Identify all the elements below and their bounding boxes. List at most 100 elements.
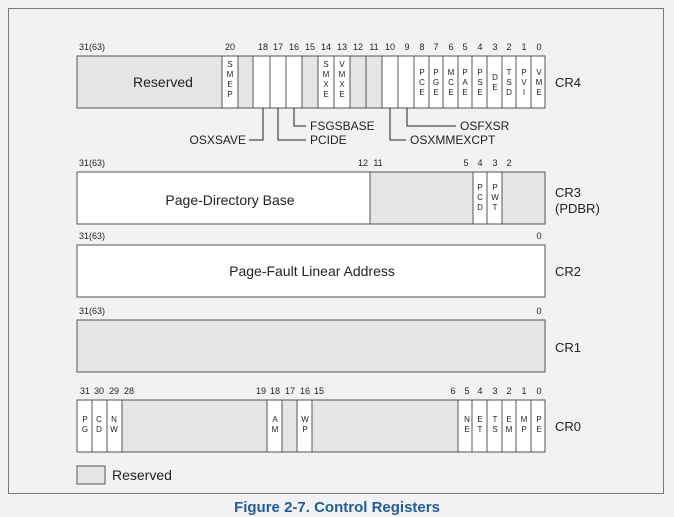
cr2-bit-number: 0 [536,231,541,241]
cr4-callouts: OSXSAVE PCIDE FSGSBASE OSXMMEXCPT OSFXSR [190,119,510,147]
cr3-page-directory-base: Page-Directory Base [165,192,294,208]
cr0-bit-number: 30 [94,386,104,396]
cr4-reserved-label: Reserved [133,74,193,90]
cr0-bit-number: 2 [506,386,511,396]
cr4-reserved-15 [301,55,319,109]
figure-caption: Figure 2-7. Control Registers [234,499,440,516]
cr0-bit-number: 28 [124,386,134,396]
cr0-bit-number: 31 [80,386,90,396]
cr4-bit-number: 17 [273,42,283,52]
cr3-reserved-bits [501,171,546,225]
cr0-bit-number: 15 [314,386,324,396]
cr4-bit-number: 2 [506,42,511,52]
cr3-bit-number: 31(63) [79,158,105,168]
cr2-outline [76,244,546,298]
cr4-bit-number: 8 [419,42,424,52]
cr2-register: 31(63) 0 Page-Fault Linear Address CR2 [76,231,581,298]
cr0-reserved-28-19 [121,399,268,453]
cr3-outline [76,171,546,225]
cr0-bit-number: 18 [270,386,280,396]
cr0-bit-number: 29 [109,386,119,396]
cr0-bit-number: 3 [492,386,497,396]
cr3-register-subname: (PDBR) [555,201,600,216]
cr4-bit-numbers: 31(63) 20 18 17 16 15 14 13 12 11 10 9 8… [79,42,542,52]
cr4-bit-number: 31(63) [79,42,105,52]
cr3-register-name: CR3 [555,185,581,200]
cr4-bit-number: 12 [353,42,363,52]
cr3-bit-number: 3 [492,158,497,168]
cr4-bit-number: 20 [225,42,235,52]
cr4-bit-number: 4 [477,42,482,52]
cr4-bit-number: 10 [385,42,395,52]
cr2-bit-numbers: 31(63) 0 [79,231,542,241]
control-registers-diagram: Reserved 31(63) 20 18 17 16 15 14 13 12 … [76,42,600,485]
cr1-bit-number: 0 [536,306,541,316]
cr4-bit-number: 0 [536,42,541,52]
cr4-reserved-11 [365,55,383,109]
cr3-bit-number: 2 [506,158,511,168]
legend: Reserved [76,465,172,485]
cr4-bit-number: 5 [462,42,467,52]
cr4-bit-number: 6 [448,42,453,52]
cr3-bit-number: 4 [477,158,482,168]
cr1-reserved [76,319,546,373]
callout-osxmmexcpt: OSXMMEXCPT [410,133,496,147]
cr3-bit-number: 5 [463,158,468,168]
cr2-register-name: CR2 [555,264,581,279]
cr4-register-name: CR4 [555,75,581,90]
cr3-register: 31(63) 12 11 5 4 3 2 Page-Directory Base… [76,158,600,225]
cr0-reserved-15-6 [311,399,459,453]
cr0-bit-number: 1 [521,386,526,396]
cr4-bit-number: 1 [521,42,526,52]
cr4-reserved-19 [237,55,254,109]
cr3-reserved-low [369,171,474,225]
callout-osxsave: OSXSAVE [190,133,246,147]
legend-reserved-label: Reserved [112,467,172,483]
cr1-register-name: CR1 [555,340,581,355]
cr0-bit-numbers: 31 30 29 28 19 18 17 16 15 6 5 4 3 2 1 0 [80,386,542,396]
cr4-bit-number: 16 [289,42,299,52]
cr0-reserved-17 [281,399,298,453]
cr4-bit-number: 14 [321,42,331,52]
cr4-register: Reserved 31(63) 20 18 17 16 15 14 13 12 … [76,42,581,147]
legend-reserved-swatch [76,465,106,485]
cr0-bit-number: 17 [285,386,295,396]
cr3-bit-number: 11 [373,158,382,168]
callout-fsgsbase: FSGSBASE [310,119,375,133]
cr3-bit-number: 12 [358,158,368,168]
cr4-reserved-12 [349,55,367,109]
cr4-callout-lines [249,108,456,141]
cr0-bit-number: 4 [477,386,482,396]
cr0-bit-number: 6 [450,386,455,396]
cr0-bit-number: 16 [300,386,310,396]
figure-frame: Reserved 31(63) 20 18 17 16 15 14 13 12 … [8,8,664,494]
cr4-bit-number: 7 [433,42,438,52]
cr0-bit-number: 5 [464,386,469,396]
cr4-reserved-high [76,55,223,109]
cr0-bit-number: 0 [536,386,541,396]
cr4-bit-number: 11 [369,42,378,52]
cr0-bit-number: 19 [256,386,266,396]
cr4-bit-number: 3 [492,42,497,52]
